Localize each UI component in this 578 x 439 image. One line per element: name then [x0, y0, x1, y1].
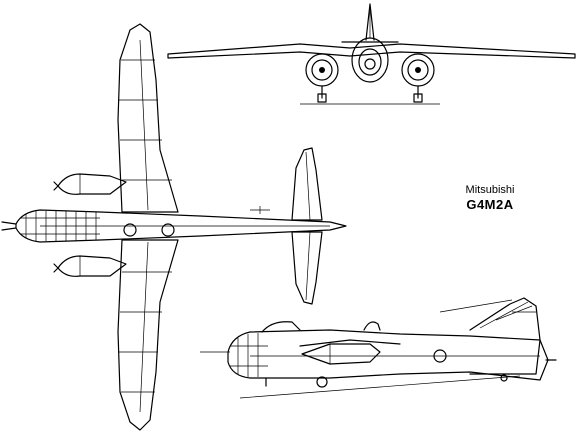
model-label: G4M2A [466, 197, 514, 212]
manufacturer-label: Mitsubishi [465, 184, 515, 196]
front-view-drawing [167, 3, 576, 105]
side-view-drawing [200, 297, 557, 399]
caption: Mitsubishi G4M2A [440, 184, 540, 213]
plan-view-drawing [1, 23, 347, 431]
